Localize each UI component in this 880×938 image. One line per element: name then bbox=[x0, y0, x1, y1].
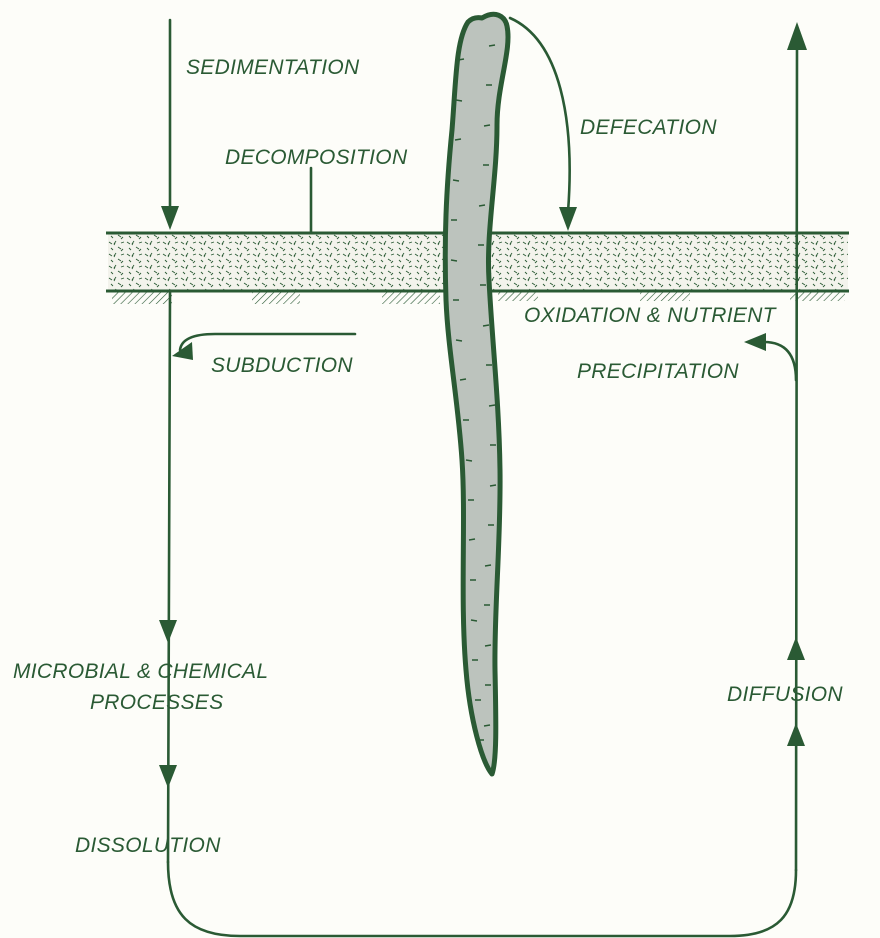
worm bbox=[445, 14, 508, 774]
label-decomposition: DECOMPOSITION bbox=[225, 146, 408, 169]
hatch-patch bbox=[252, 292, 300, 304]
label-diffusion: DIFFUSION bbox=[727, 683, 843, 706]
label-processes: PROCESSES bbox=[90, 691, 223, 714]
hatch-patch bbox=[382, 292, 440, 304]
hatch-patch bbox=[790, 292, 845, 301]
label-precipitation: PRECIPITATION bbox=[577, 360, 739, 383]
label-sedimentation: SEDIMENTATION bbox=[186, 56, 360, 79]
right-upward-flow bbox=[787, 22, 807, 870]
label-oxidation-nutrient: OXIDATION & NUTRIENT bbox=[524, 304, 778, 327]
defecation-arrow bbox=[510, 18, 577, 231]
label-defecation: DEFECATION bbox=[580, 116, 717, 139]
label-microbial-chemical: MICROBIAL & CHEMICAL bbox=[13, 660, 268, 683]
precipitation-arrow bbox=[744, 333, 796, 380]
label-dissolution: DISSOLUTION bbox=[75, 834, 221, 857]
hatch-patch bbox=[112, 292, 172, 304]
sedimentation-arrow bbox=[161, 20, 179, 230]
hatch-patch bbox=[640, 292, 690, 301]
return-loop bbox=[168, 862, 796, 936]
hatch-patch bbox=[498, 292, 538, 301]
left-downward-flow bbox=[159, 292, 177, 862]
label-subduction: SUBDUCTION bbox=[211, 354, 353, 377]
